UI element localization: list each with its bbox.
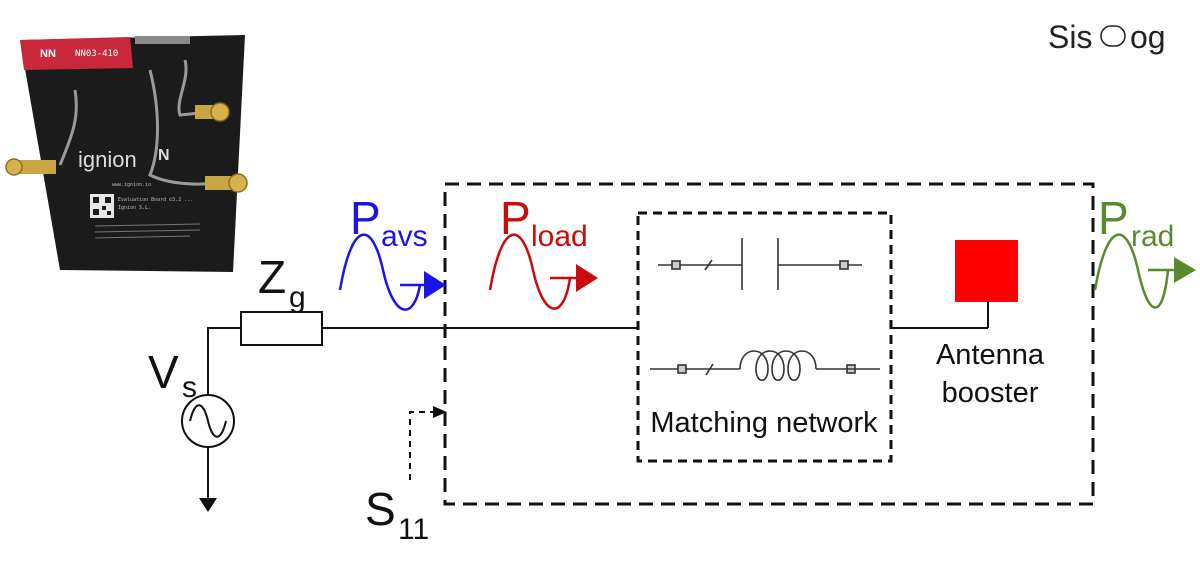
p-load-wave-icon [488,233,598,310]
board-fineprint-line-3 [94,235,191,239]
board-qr-code [90,194,114,218]
evaluation-board-image: NN NN03-410 ignion N www.ignion.io [5,35,248,272]
capacitor-symbol [658,238,862,290]
inductor-symbol [650,350,880,382]
wire-source-to-impedance [207,327,241,398]
p-rad-label-sub: rad [1131,220,1174,253]
sma-connector-right-top [195,102,230,122]
board-logo-mark: NN [40,48,56,60]
s11-label-main: S [365,483,396,535]
matching-network-box [636,211,893,463]
watermark-text: Sis [1048,19,1092,55]
p-avs-label-sub: avs [381,220,428,253]
p-avs-wave-icon [338,233,446,311]
ac-wave-icon [189,404,227,438]
zg-label-sub: g [289,281,306,314]
voltage-source [181,394,235,448]
ground-arrow [199,498,217,512]
watermark-glyph [1100,25,1126,47]
antenna-label-line-2: booster [942,377,1039,409]
p-rad-wave-icon [1093,233,1196,309]
antenna-label-line-1: Antenna [936,339,1045,371]
board-eval-text: Evaluation Board ©3.2 ... [118,197,193,203]
watermark-text-2: og [1130,19,1166,55]
matching-network-label: Matching network [650,407,878,439]
board-cable-right [177,59,211,117]
board-cable-middle [148,69,216,186]
board-cable-left [58,89,78,166]
p-load-label-main: P [500,192,531,244]
vs-label-sub: s [182,371,197,404]
sma-connector-right-bottom [205,173,248,193]
zg-label-main: Z [258,251,286,303]
s11-label-sub: 11 [398,513,429,546]
antenna-booster-square [955,240,1018,302]
p-avs-label-main: P [350,192,381,244]
board-model-text: NN03-410 [75,49,118,59]
board-small-text: Ignion S.L. [118,205,151,211]
board-website-text: www.ignion.io [112,182,151,188]
s11-pointer-line [409,411,433,480]
circuit-wires [207,300,989,498]
s11-pointer-arrowhead [433,406,447,418]
board-fineprint-line-1 [94,223,201,227]
vs-label-main: V [148,346,179,398]
board-top-strip [135,36,190,44]
board-fineprint-line-2 [94,229,201,233]
watermark: Sis og [1048,19,1166,55]
board-header [20,37,133,70]
board-brand-mark: N [158,147,170,164]
board-brand-text: ignion [78,147,137,172]
p-load-label-sub: load [531,220,588,253]
sma-connector-left [5,158,56,176]
impedance-zg-resistor [240,311,323,346]
